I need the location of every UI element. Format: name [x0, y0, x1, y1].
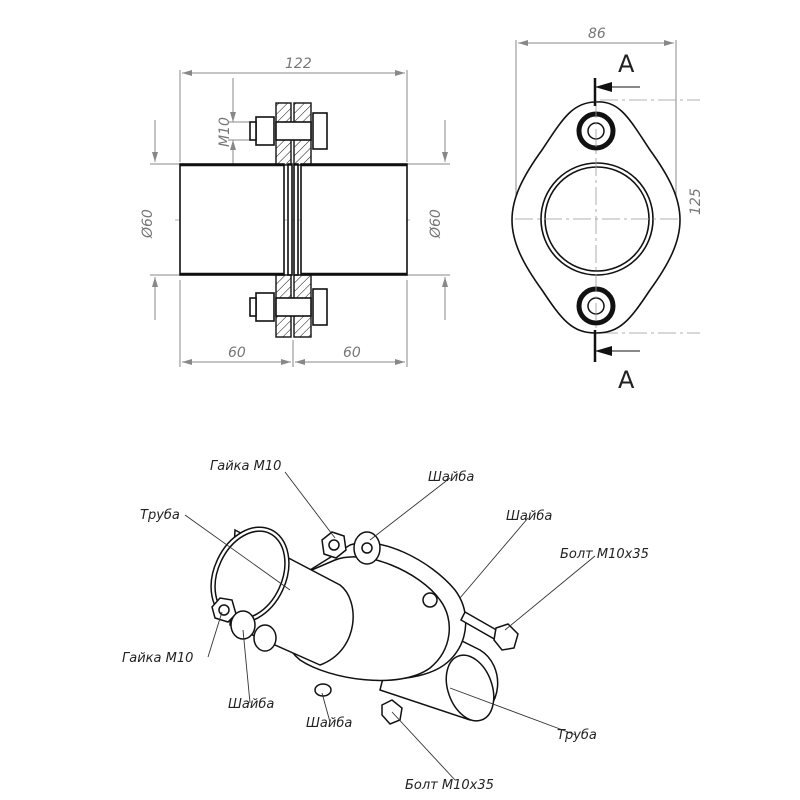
dim-diameter-right: Ø60 [428, 209, 444, 239]
assembly-leaders [184, 471, 596, 781]
dim-height-partial: 125 [688, 188, 704, 215]
label-washer-top-2: Шайба [506, 509, 552, 524]
label-washer-top-1: Шайба [428, 470, 474, 485]
label-nut-top: Гайка М10 [210, 459, 281, 474]
label-bolt-bottom: Болт М10х35 [405, 778, 494, 793]
dim-width: 86 [588, 26, 606, 42]
label-bolt-right: Болт М10х35 [560, 547, 649, 562]
label-pipe-left: Труба [140, 508, 180, 523]
dim-thread: M10 [217, 117, 233, 147]
section-label-bottom: A [618, 366, 635, 394]
dim-half-left: 60 [228, 345, 246, 361]
assembly-view [210, 526, 519, 725]
dim-half-right: 60 [343, 345, 361, 361]
label-washer-bottom-1: Шайба [228, 697, 274, 712]
front-view: 122 Ø60 Ø60 M10 [140, 56, 450, 367]
label-pipe-right: Труба [557, 728, 597, 743]
label-nut-left: Гайка М10 [122, 651, 193, 666]
side-view: 86 125 A A [511, 26, 704, 394]
dim-length: 122 [285, 56, 312, 72]
dim-diameter-left: Ø60 [140, 209, 156, 239]
label-washer-bottom-2: Шайба [306, 716, 352, 731]
section-label-top: A [618, 50, 635, 78]
